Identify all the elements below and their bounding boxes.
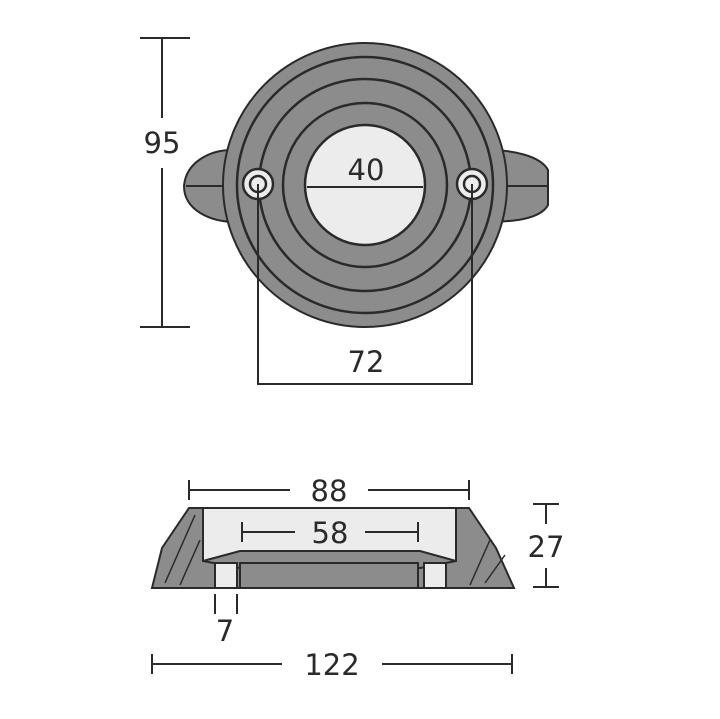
hole-size-label: 7 [216, 614, 234, 648]
section-hatching [164, 514, 506, 586]
hole-spacing-dimension [257, 184, 473, 385]
outer-ring [235, 55, 495, 315]
hole-spacing-label: 72 [348, 345, 385, 379]
base-plate [239, 562, 419, 589]
bore-diameter-label: 40 [348, 153, 385, 187]
center-bore [303, 123, 427, 247]
base-width-label: 122 [304, 648, 359, 682]
inner-ring [281, 101, 449, 269]
right-bolt-hole [423, 562, 447, 589]
side-view: 88 58 27 7 [150, 474, 565, 682]
top-view: 40 72 95 [140, 37, 549, 385]
left-bolt-hole [214, 562, 238, 589]
top-width-label: 88 [311, 474, 348, 508]
thickness-label: 27 [528, 530, 565, 564]
height-label: 95 [144, 126, 181, 160]
recess-width-label: 58 [312, 516, 349, 550]
